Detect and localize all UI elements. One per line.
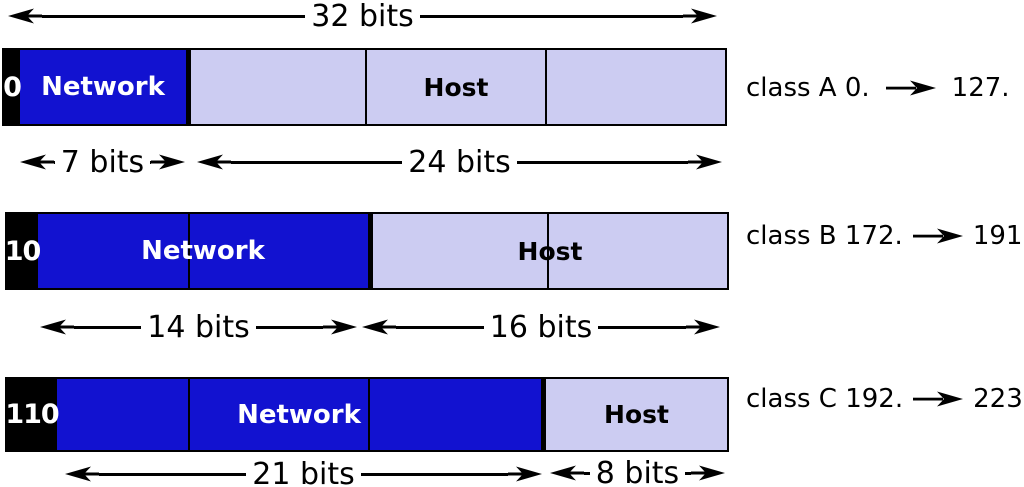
arrowhead-left-icon — [20, 154, 54, 170]
class-a-range-annotation: class A 0. 127. — [746, 73, 1010, 103]
class-c-start: class C 192. — [746, 384, 904, 414]
class-a-prefix-segment — [4, 50, 20, 124]
field-divider — [188, 214, 190, 288]
measure-line — [74, 325, 142, 329]
measure-24-bits: 24 bits — [197, 144, 723, 180]
measure-14-bits: 14 bits — [40, 309, 358, 345]
class-c-end: 223. — [973, 384, 1024, 414]
arrowhead-left-icon — [40, 319, 74, 335]
measure-line — [396, 325, 484, 329]
field-divider — [368, 379, 370, 450]
arrowhead-left-icon — [197, 154, 231, 170]
measure-7-bits: 7 bits — [20, 144, 185, 180]
field-divider — [365, 50, 367, 124]
measure-label: 32 bits — [311, 0, 414, 34]
arrowhead-right-icon — [508, 466, 543, 482]
measure-8-bits: 8 bits — [550, 455, 725, 487]
arrowhead-right-icon — [151, 154, 185, 170]
measure-21-bits: 21 bits — [65, 456, 543, 487]
class-a-prefix-bits: 0 — [3, 71, 22, 103]
class-c-range-annotation: class C 192. 223. — [746, 384, 1024, 414]
field-divider — [188, 379, 190, 450]
range-arrow-icon — [913, 391, 964, 407]
field-divider — [545, 50, 547, 124]
class-c-host-label: Host — [604, 400, 669, 429]
field-divider — [547, 214, 549, 288]
class-a-network-label: Network — [41, 72, 165, 102]
class-a-network-segment — [20, 50, 191, 124]
class-b-network-segment — [38, 214, 373, 288]
arrowhead-right-icon — [683, 8, 718, 24]
measure-line — [231, 160, 403, 164]
class-a-bar: 0 Network Host — [2, 48, 727, 126]
measure-label: 14 bits — [147, 309, 250, 345]
measure-line — [255, 325, 324, 329]
arrowhead-right-icon — [686, 319, 721, 335]
measure-line — [54, 160, 55, 164]
class-a-host-label: Host — [423, 72, 489, 102]
measure-line — [598, 325, 687, 329]
measure-line — [516, 160, 689, 164]
measure-line — [150, 160, 151, 164]
arrowhead-left-icon — [362, 319, 396, 335]
arrowhead-left-icon — [550, 465, 584, 481]
class-b-prefix-segment — [7, 214, 38, 288]
measure-16-bits: 16 bits — [362, 309, 721, 345]
measure-label: 24 bits — [408, 144, 511, 180]
range-arrow-icon — [912, 228, 963, 244]
measure-label: 16 bits — [489, 309, 593, 345]
class-c-bar: 110 Network Host — [5, 377, 729, 452]
class-c-prefix-segment — [7, 379, 57, 450]
measure-label: 8 bits — [595, 455, 680, 487]
class-b-bar: 10 Network Host — [5, 212, 729, 290]
measure-line — [360, 472, 509, 476]
class-b-prefix-bits: 10 — [4, 235, 42, 267]
class-b-host-label: Host — [517, 236, 583, 266]
class-b-start: class B 172. — [746, 221, 903, 251]
class-b-end: 191. — [972, 221, 1024, 251]
class-b-range-annotation: class B 172. 191. — [746, 221, 1024, 251]
class-b-network-label: Network — [141, 236, 265, 266]
class-c-network-segment — [57, 379, 546, 450]
class-a-end: 127. — [951, 73, 1010, 103]
arrowhead-left-icon — [65, 466, 99, 482]
measure-line — [419, 14, 684, 18]
class-c-prefix-bits: 110 — [5, 399, 59, 430]
measure-line — [685, 471, 691, 475]
class-c-network-label: Network — [237, 399, 361, 430]
arrowhead-right-icon — [688, 154, 723, 170]
arrowhead-right-icon — [323, 319, 358, 335]
measure-line — [42, 14, 306, 18]
arrowhead-right-icon — [691, 465, 725, 481]
measure-line — [584, 471, 590, 475]
measure-label: 21 bits — [252, 456, 355, 487]
arrowhead-left-icon — [8, 8, 42, 24]
measure-32-bits: 32 bits — [8, 0, 718, 34]
range-arrow-icon — [885, 80, 936, 96]
measure-label: 7 bits — [60, 144, 145, 180]
measure-line — [99, 472, 247, 476]
class-a-start: class A 0. — [746, 73, 870, 103]
